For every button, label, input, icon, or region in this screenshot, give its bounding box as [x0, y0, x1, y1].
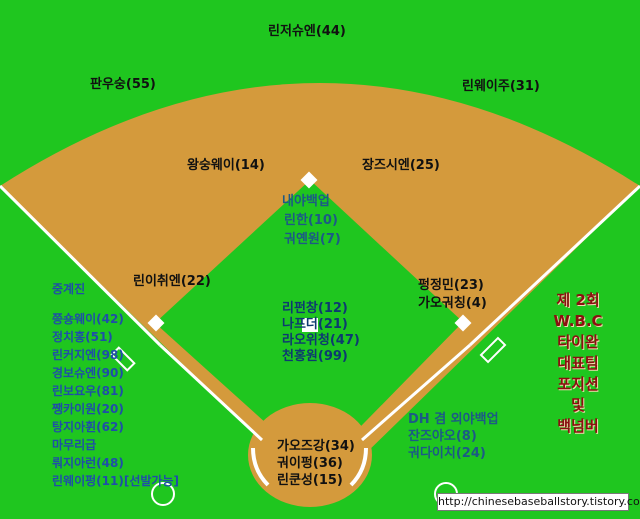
starting-pitcher-item: 가오즈강(34): [277, 439, 355, 454]
first-baseman-2: 가오궈칭(4): [418, 296, 487, 311]
first-base: [454, 314, 472, 332]
dh-label: DH 겸 외야백업: [408, 412, 499, 427]
starting-pitcher-item: 린쿤성(15): [277, 473, 343, 488]
third-baseman: 린이취엔(22): [133, 274, 211, 289]
catcher-item: 나프더(21): [282, 317, 348, 332]
relief-item: 정치홍(51): [52, 330, 113, 344]
left-foul-line-lower: [158, 343, 264, 442]
title-line: 대표팀: [557, 354, 599, 372]
closer-label: 마무리급: [52, 438, 97, 452]
third-base: [147, 314, 165, 332]
relief-label: 중계진: [52, 282, 86, 296]
pitcher-mound: [248, 403, 372, 507]
center-fielder: 린저슈엔(44): [268, 24, 346, 39]
closer-item: 뤄지아런(48): [52, 456, 124, 470]
graphic-title: 제 2회 W.B.C 타이완 대표팀 포지션 및 백넘버: [528, 290, 628, 437]
second-baseman: 장즈시엔(25): [362, 158, 440, 173]
title-line: 타이완: [557, 333, 599, 351]
batters-box-left: [251, 447, 270, 487]
shortstop: 왕숭웨이(14): [187, 158, 265, 173]
coach-box-right: [479, 336, 507, 364]
right-foul-line-lower: [361, 343, 471, 442]
title-line: W.B.C: [553, 312, 603, 330]
relief-item: 탕지아휜(62): [52, 420, 124, 434]
pitcher-plate: [302, 318, 318, 332]
relief-item: 린커지엔(98): [52, 348, 124, 362]
infield-backup-item: 궈옌원(7): [284, 232, 341, 247]
coach-box-left: [110, 346, 136, 372]
catcher-item: 천홍원(99): [282, 349, 348, 364]
batters-box-right: [349, 447, 368, 487]
title-line: 포지션: [557, 375, 599, 393]
title-line: 백넘버: [557, 417, 599, 435]
relief-item: 경보슈엔(90): [52, 366, 124, 380]
relief-list: 쯩숑웨이(42) 정치홍(51) 린커지엔(98) 경보슈엔(90) 린보요우(…: [52, 310, 124, 436]
relief-item: 린보요우(81): [52, 384, 124, 398]
left-foul-line: [0, 184, 162, 347]
dh-item: 잔즈야오(8): [408, 429, 477, 444]
second-base: [300, 171, 318, 189]
blog-url: http://chinesebaseballstory.tistory.com: [437, 493, 640, 511]
right-fielder: 린웨이주(31): [462, 79, 540, 94]
catcher-item: 리펀창(12): [282, 301, 348, 316]
closer-list: 뤄지아런(48) 린웨이펑(11)[선발가능]: [52, 454, 179, 490]
on-deck-circle-left: [151, 482, 175, 506]
title-line: 및: [571, 396, 585, 414]
catcher-item: 라오위청(47): [282, 333, 360, 348]
first-baseman-1: 펑정민(23): [418, 278, 484, 293]
relief-item: 쨍카이원(20): [52, 402, 124, 416]
infield-backup-label: 내야백업: [282, 194, 330, 209]
starting-pitcher-item: 궈이펑(36): [277, 456, 343, 471]
relief-item: 쯩숑웨이(42): [52, 312, 124, 326]
right-foul-line: [468, 184, 640, 347]
closer-item: 린웨이펑(11)[선발가능]: [52, 474, 179, 488]
left-fielder: 판우숭(55): [90, 77, 156, 92]
title-line: 제 2회: [556, 291, 600, 309]
dh-item: 궈다이치(24): [408, 446, 486, 461]
infield-backup-item: 린한(10): [284, 213, 338, 228]
